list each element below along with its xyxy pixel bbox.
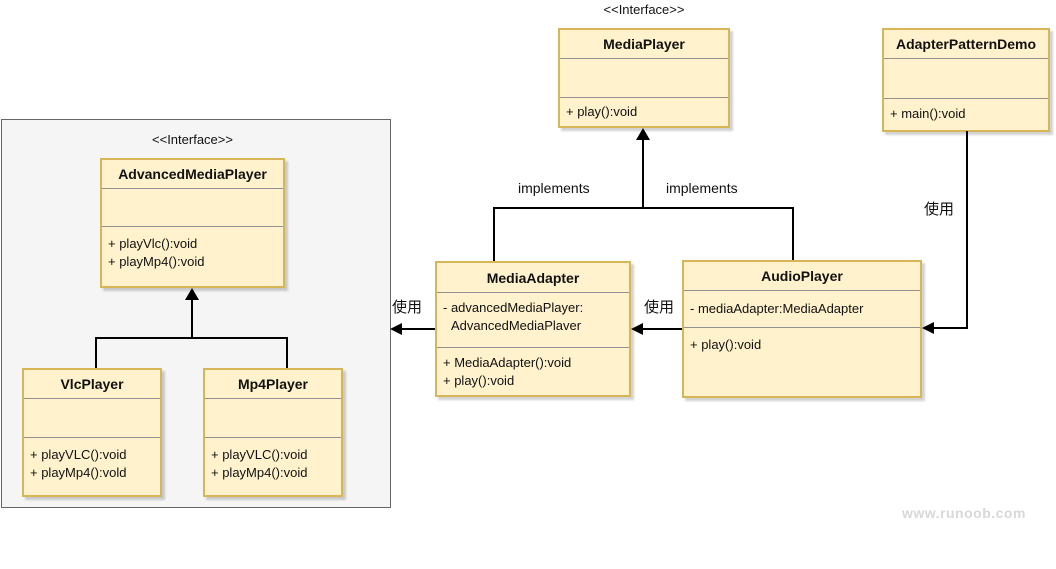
- connector-use-right-vertical: [966, 131, 968, 329]
- class-title-mp4-player: Mp4Player: [237, 376, 309, 392]
- class-methods-audio-player: + play():void: [684, 327, 920, 396]
- class-box-audio-player: AudioPlayer - mediaAdapter:MediaAdapter …: [682, 260, 922, 398]
- stereotype-label-media-player: <<Interface>>: [603, 2, 685, 17]
- arrowhead-use-left-icon: [390, 323, 402, 335]
- method-line: + play():void: [443, 373, 515, 388]
- class-title-vlc-player: VlcPlayer: [60, 376, 124, 392]
- connector-use-left: [400, 328, 435, 330]
- class-box-mp4-player: Mp4Player + playVLC():void + playMp4():v…: [203, 368, 343, 497]
- connector-implements-right-vertical: [792, 207, 794, 260]
- class-box-advanced-media-player: AdvancedMediaPlayer + playVlc():void + p…: [100, 158, 285, 288]
- method-line: + playMp4():vold: [30, 465, 127, 480]
- arrowhead-inherit-icon: [185, 288, 199, 300]
- class-methods-adapter-pattern-demo: + main():void: [884, 98, 1048, 130]
- connector-inherit-left-vertical: [95, 337, 97, 368]
- method-line: + playVLC():void: [211, 447, 308, 462]
- attribute-line: - mediaAdapter:MediaAdapter: [690, 301, 864, 316]
- stereotype-label-advanced-media-player: <<Interface>>: [152, 132, 233, 147]
- method-line: + playVLC():void: [30, 447, 127, 462]
- class-title-media-player: MediaPlayer: [603, 36, 685, 52]
- connector-inherit-center-vertical: [191, 298, 193, 339]
- class-attributes-vlc-player: [24, 398, 160, 437]
- method-line: + playVlc():void: [108, 236, 198, 251]
- method-line: + playMp4():void: [108, 254, 205, 269]
- class-box-media-adapter: MediaAdapter - advancedMediaPlayer: Adva…: [435, 261, 631, 397]
- method-line: + MediaAdapter():void: [443, 355, 572, 370]
- method-line: + play():void: [566, 104, 638, 119]
- use-label-left: 使用: [392, 299, 423, 316]
- class-title-adapter-pattern-demo: AdapterPatternDemo: [895, 36, 1037, 52]
- class-methods-media-player: + play():void: [560, 97, 728, 126]
- class-attributes-media-adapter: - advancedMediaPlayer: AdvancedMediaPlav…: [437, 292, 629, 347]
- class-title-advanced-media-player: AdvancedMediaPlayer: [118, 166, 267, 182]
- class-attributes-media-player: [560, 58, 728, 97]
- connector-implements-left-vertical: [493, 207, 495, 261]
- connector-implements-center-vertical: [642, 138, 644, 209]
- class-box-adapter-pattern-demo: AdapterPatternDemo + main():void: [882, 28, 1050, 132]
- use-label-middle: 使用: [644, 299, 675, 316]
- watermark-text: www.runoob.com: [902, 505, 1026, 521]
- implements-label-left: implements: [518, 180, 590, 196]
- arrowhead-implements-icon: [636, 128, 650, 140]
- arrowhead-use-middle-icon: [631, 323, 643, 335]
- class-attributes-mp4-player: [205, 398, 341, 437]
- connector-use-middle: [641, 328, 682, 330]
- class-methods-media-adapter: + MediaAdapter():void + play():void: [437, 347, 629, 395]
- use-label-right: 使用: [924, 201, 955, 218]
- class-methods-vlc-player: + playVLC():void + playMp4():vold: [24, 437, 160, 495]
- class-methods-mp4-player: + playVLC():void + playMp4():void: [205, 437, 341, 495]
- class-title-audio-player: AudioPlayer: [761, 268, 843, 284]
- implements-label-right: implements: [666, 180, 738, 196]
- class-title-media-adapter: MediaAdapter: [486, 269, 580, 286]
- class-attributes-audio-player: - mediaAdapter:MediaAdapter: [684, 290, 920, 327]
- arrowhead-use-right-icon: [922, 322, 934, 334]
- method-line: + main():void: [890, 106, 966, 121]
- class-box-vlc-player: VlcPlayer + playVLC():void + playMp4():v…: [22, 368, 162, 497]
- class-box-media-player: MediaPlayer + play():void: [558, 28, 730, 128]
- connector-inherit-right-vertical: [286, 337, 288, 368]
- class-attributes-adapter-pattern-demo: [884, 58, 1048, 98]
- class-attributes-advanced-media-player: [102, 188, 283, 226]
- method-line: + playMp4():void: [211, 465, 308, 480]
- method-line: + play():void: [690, 337, 762, 352]
- attribute-line: AdvancedMediaPlaver: [451, 318, 582, 333]
- attribute-line: - advancedMediaPlayer:: [443, 300, 584, 315]
- connector-use-right-horizontal: [932, 327, 968, 329]
- class-methods-advanced-media-player: + playVlc():void + playMp4():void: [102, 226, 283, 286]
